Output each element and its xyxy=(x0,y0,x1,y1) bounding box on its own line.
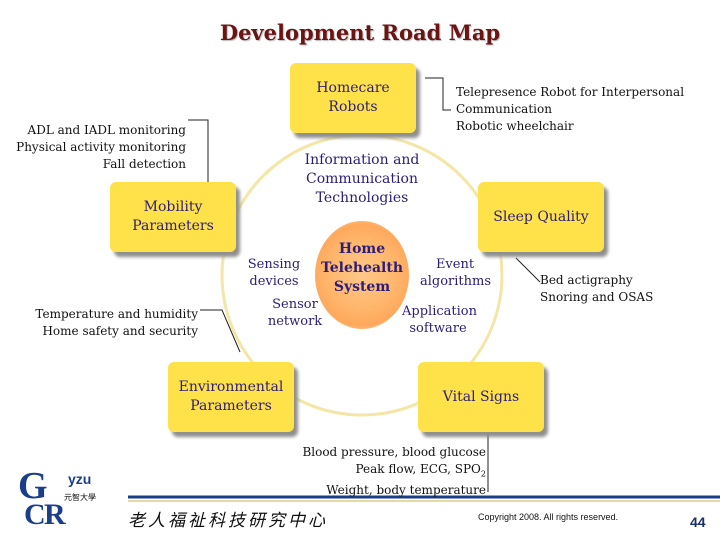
vital-signs-box: Vital Signs xyxy=(418,362,544,432)
subscript: 2 xyxy=(480,469,486,479)
callout-line: Physical activity monitoring xyxy=(16,140,186,154)
connector-vital xyxy=(470,431,489,492)
sensor-network-label: Sensor network xyxy=(267,297,323,329)
connector-homecare xyxy=(425,77,451,111)
sleep-callout: Bed actigraphy Snoring and OSAS xyxy=(540,272,710,306)
logo-cn-text: 元智大學 xyxy=(64,493,96,502)
svg-text:G: G xyxy=(18,465,48,507)
callout-line: Home safety and security xyxy=(42,324,198,338)
callout-text: Peak flow, ECG, SPO xyxy=(355,462,481,476)
page-title: Development Road Map xyxy=(219,20,501,45)
callout-line: Robotic wheelchair xyxy=(456,119,574,133)
mobility-parameters-label: Mobility Parameters xyxy=(132,199,214,234)
callout-line: Weight, body temperature xyxy=(326,483,486,498)
hub-label: Home Telehealth System xyxy=(320,241,404,295)
connector-mobility xyxy=(188,119,209,185)
svg-text:C: C xyxy=(24,498,46,526)
application-software-label: Application software xyxy=(402,304,477,336)
homecare-robots-label: Homecare Robots xyxy=(316,80,390,115)
callout-line: Bed actigraphy xyxy=(540,273,633,287)
sleep-quality-box: Sleep Quality xyxy=(478,182,604,252)
connector-sleep xyxy=(515,257,541,283)
callout-line: Communication xyxy=(456,102,552,116)
ring xyxy=(220,133,504,417)
callout-line: Telepresence Robot for Interpersonal xyxy=(456,85,685,99)
callout-line: ADL and IADL monitoring xyxy=(27,123,186,137)
callout-line: Snoring and OSAS xyxy=(540,290,654,304)
vital-signs-label: Vital Signs xyxy=(442,388,520,405)
callout-line: Peak flow, ECG, SPO2 xyxy=(300,461,486,482)
hub-circle xyxy=(315,221,409,329)
environmental-parameters-label: Environmental Parameters xyxy=(178,379,284,414)
environmental-callout: Temperature and humidity Home safety and… xyxy=(30,306,198,340)
sensing-devices-label: Sensing devices xyxy=(247,257,301,289)
ict-label: Information and Communication Technologi… xyxy=(304,152,420,206)
environmental-parameters-box: Environmental Parameters xyxy=(168,362,294,432)
homecare-robots-box: Homecare Robots xyxy=(290,63,416,133)
sleep-quality-label: Sleep Quality xyxy=(493,208,589,225)
event-algorithms-label: Event algorithms xyxy=(420,257,492,289)
mobility-parameters-box: Mobility Parameters xyxy=(110,182,236,252)
connector-environmental xyxy=(200,309,241,353)
callout-line: Blood pressure, blood glucose xyxy=(302,445,486,459)
homecare-callout: Telepresence Robot for Interpersonal Com… xyxy=(456,84,696,135)
svg-text:R: R xyxy=(44,498,66,526)
university-logo-icon: G C R xyxy=(18,465,66,526)
center-name-cn: 老人福祉科技研究中心 xyxy=(128,511,328,531)
vital-callout: Blood pressure, blood glucose Peak flow,… xyxy=(300,444,486,499)
page-number: 44 xyxy=(690,514,706,530)
callout-line: Temperature and humidity xyxy=(35,307,198,321)
mobility-callout: ADL and IADL monitoring Physical activit… xyxy=(14,122,186,173)
logo-yzu-text: yzu xyxy=(68,471,92,487)
copyright-text: Copyright 2008. All rights reserved. xyxy=(478,512,619,522)
callout-line: Fall detection xyxy=(102,157,186,171)
